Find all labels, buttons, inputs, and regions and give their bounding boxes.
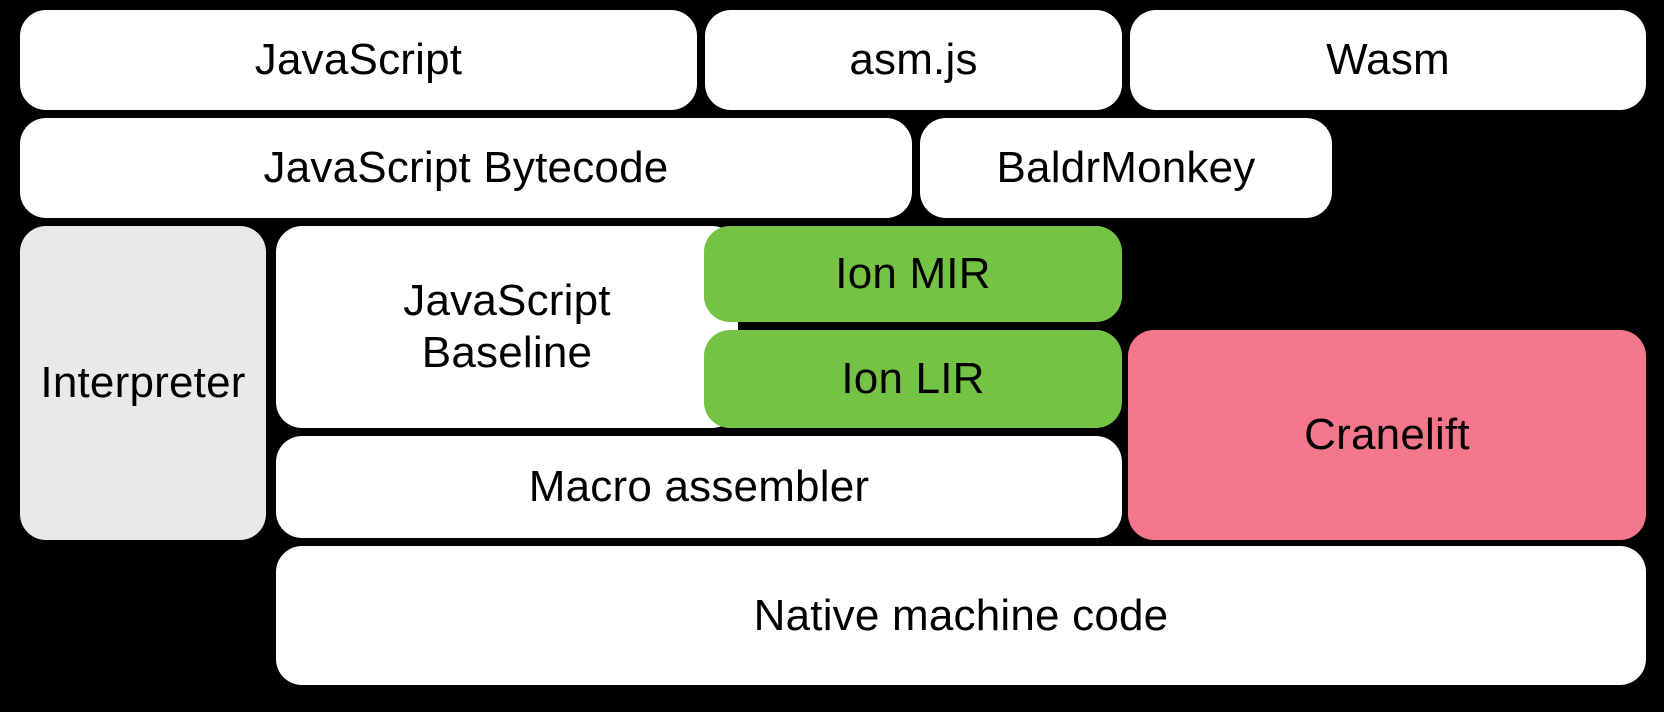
node-macro-assembler: Macro assembler (276, 436, 1122, 538)
node-javascript-bytecode: JavaScript Bytecode (20, 118, 912, 218)
node-label: Macro assembler (528, 462, 870, 512)
node-ion-mir: Ion MIR (704, 226, 1122, 322)
node-asm-js: asm.js (705, 10, 1122, 110)
node-label: Ion LIR (841, 354, 985, 404)
node-native-machine-code: Native machine code (276, 546, 1646, 685)
node-interpreter: Interpreter (20, 226, 266, 540)
node-label: JavaScript (254, 35, 463, 85)
node-baldrmonkey: BaldrMonkey (920, 118, 1332, 218)
node-label: asm.js (849, 35, 978, 85)
node-label: JavaScript Baseline (403, 276, 611, 377)
node-cranelift: Cranelift (1128, 330, 1646, 540)
node-label: Cranelift (1304, 410, 1470, 460)
node-label: Native machine code (753, 590, 1169, 640)
node-wasm: Wasm (1130, 10, 1646, 110)
node-javascript-baseline: JavaScript Baseline (276, 226, 738, 428)
node-label: Interpreter (40, 358, 246, 408)
node-ion-lir: Ion LIR (704, 330, 1122, 428)
node-label: Wasm (1326, 35, 1450, 85)
node-label: BaldrMonkey (996, 143, 1256, 193)
node-label: JavaScript Bytecode (263, 143, 669, 193)
node-javascript: JavaScript (20, 10, 697, 110)
node-label: Ion MIR (835, 249, 991, 299)
